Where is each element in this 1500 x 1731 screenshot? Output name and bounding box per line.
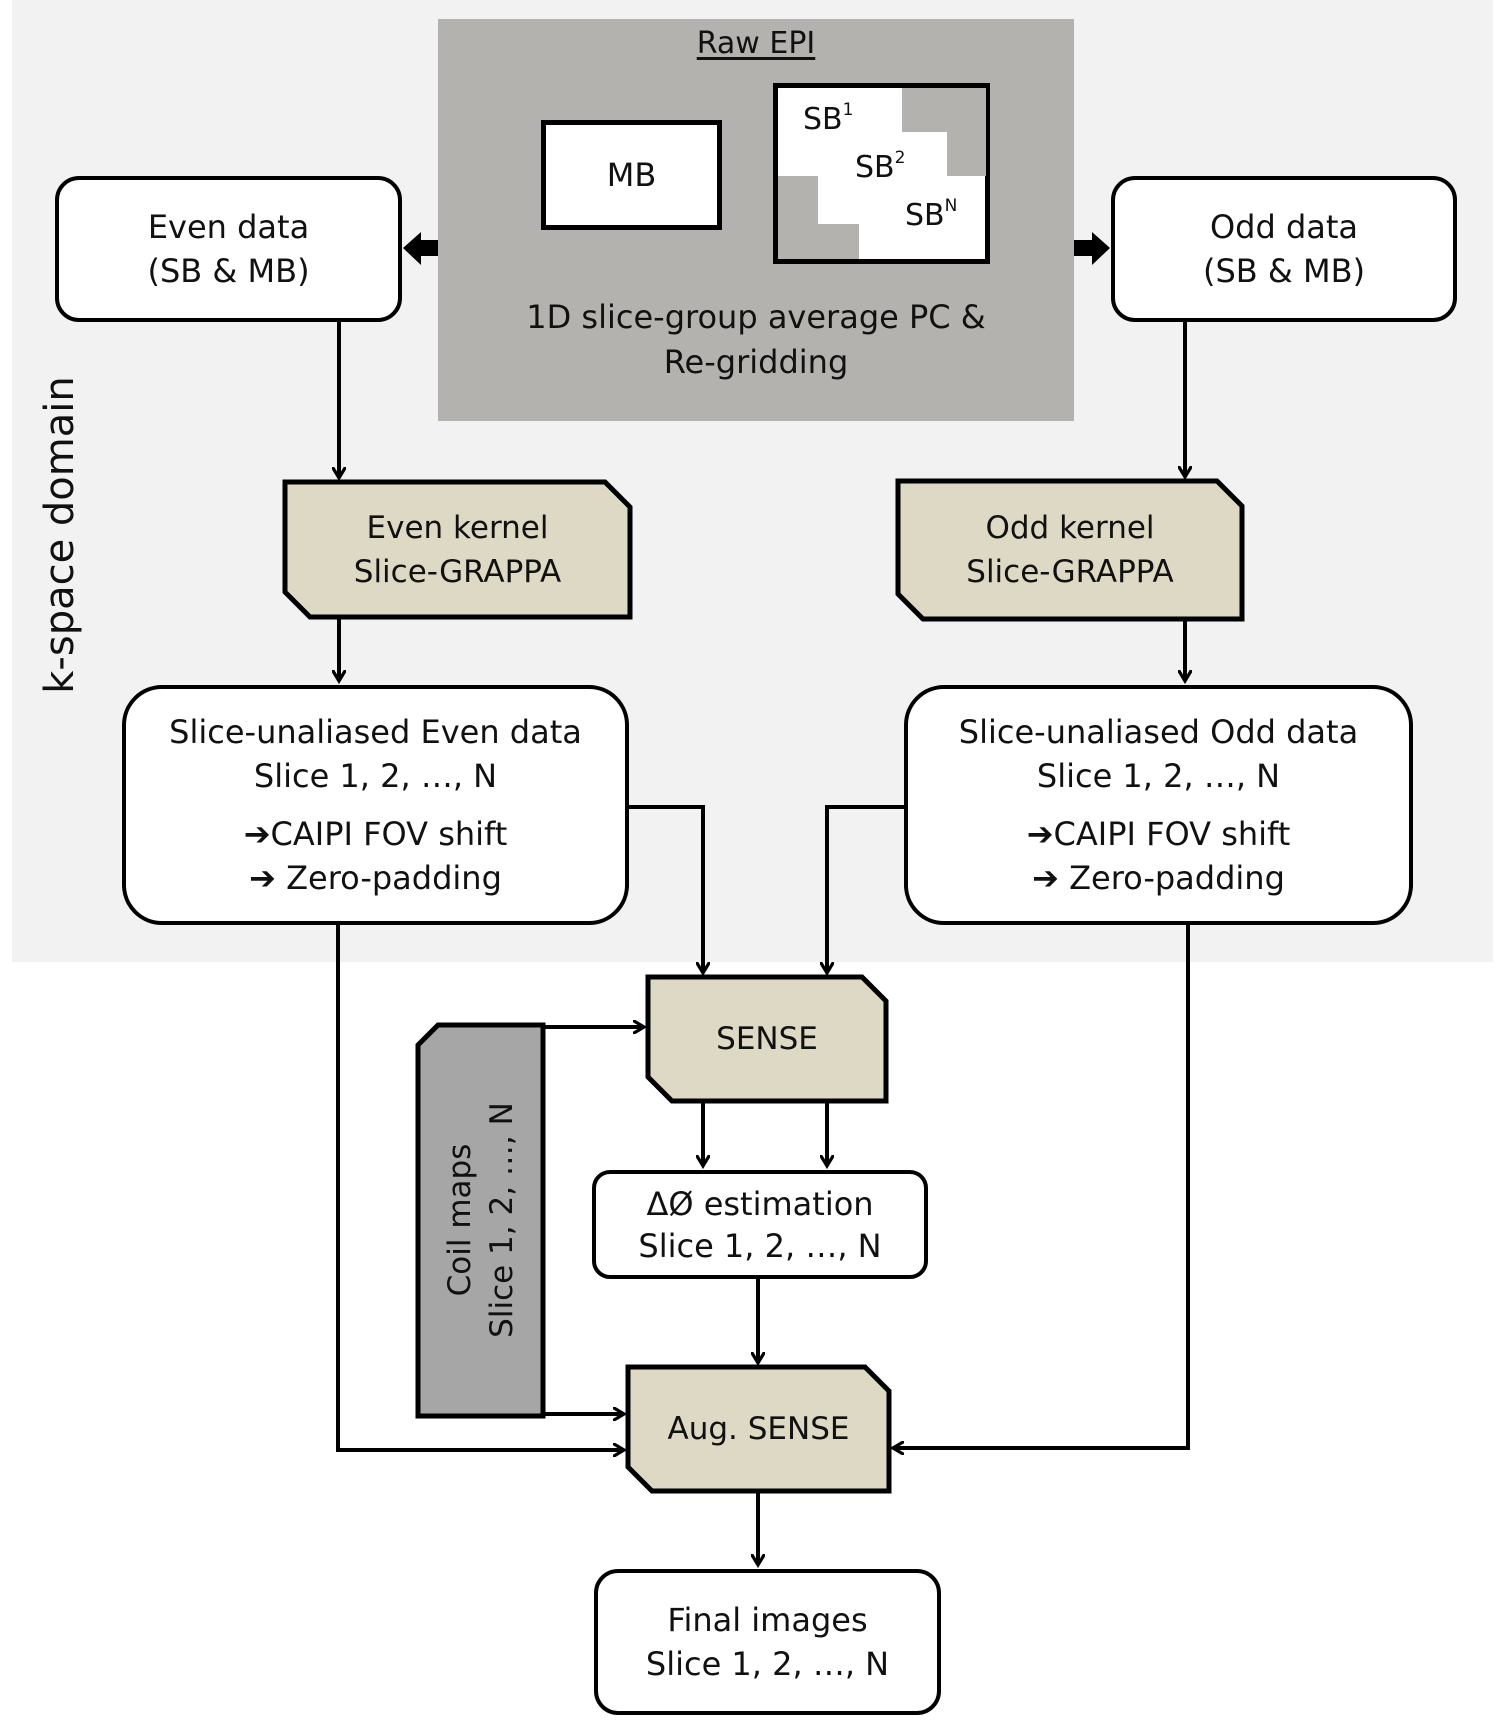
final-images-slices: Slice 1, 2, …, N (645, 1645, 890, 1683)
even-data-title: Even data (147, 208, 310, 246)
sb-box: SB1 SB2 SBN (773, 83, 990, 264)
phase-estimation-box: ΔØ estimation Slice 1, 2, …, N (592, 1170, 928, 1279)
sb-gray-block-bottom-step (818, 224, 859, 259)
odd-data-title: Odd data (1209, 208, 1359, 246)
right-arrow-icon: ➔ (243, 815, 271, 853)
block-arrow-to-odd (1074, 232, 1110, 265)
sb-gray-block-bottom (778, 176, 818, 259)
aug-sense-shape (625, 1364, 892, 1494)
raw-epi-caption: 1D slice-group average PC & Re-gridding (438, 295, 1074, 385)
right-arrow-icon: ➔ (1026, 815, 1054, 853)
arrow-odd-unaliased-to-aug-sense (893, 925, 1190, 1448)
sense-shape (645, 974, 889, 1104)
odd-data-subtitle: (SB & MB) (1202, 252, 1366, 290)
even-unaliased-title: Slice-unaliased Even data (169, 713, 582, 751)
block-arrow-to-even (403, 232, 438, 265)
coil-maps-box: Coil maps Slice 1, 2, …, N (439, 1102, 523, 1338)
sb-gray-block-top (902, 88, 986, 132)
even-data-subtitle: (SB & MB) (147, 252, 310, 290)
coil-maps-slices: Slice 1, 2, …, N (484, 1102, 520, 1338)
raw-epi-caption-line-1: 1D slice-group average PC & (526, 298, 986, 336)
even-data-box: Even data (SB & MB) (55, 176, 402, 322)
final-images-title: Final images (667, 1601, 868, 1639)
sb-1-label: SB1 (803, 100, 854, 137)
arrow-even-unaliased-to-aug-sense (336, 925, 624, 1450)
phase-estimation-title: ΔØ estimation (646, 1184, 874, 1223)
sb-2-label: SB2 (855, 148, 906, 185)
mb-label: MB (606, 156, 657, 194)
right-arrow-icon: ➔ (1032, 859, 1059, 897)
coil-maps-title: Coil maps (442, 1143, 478, 1297)
sb-gray-block-top-step (947, 132, 986, 176)
phase-estimation-slices: Slice 1, 2, …, N (638, 1226, 882, 1265)
even-unaliased-box: Slice-unaliased Even data Slice 1, 2, …,… (122, 685, 629, 925)
arrow-odd-unaliased-to-sense (827, 805, 904, 973)
odd-data-box: Odd data (SB & MB) (1111, 176, 1457, 322)
arrow-even-unaliased-to-sense (629, 805, 703, 973)
odd-step-caipi: ➔CAIPI FOV shift (1026, 815, 1291, 853)
even-kernel-shape (282, 479, 633, 620)
even-step-zero-padding: ➔ Zero-padding (249, 859, 502, 897)
right-arrow-icon: ➔ (249, 859, 276, 897)
mb-box: MB (541, 120, 722, 230)
coil-maps-shape (415, 1022, 546, 1419)
odd-step-zero-padding: ➔ Zero-padding (1032, 859, 1285, 897)
raw-epi-title: Raw EPI (696, 26, 816, 61)
raw-epi-caption-line-2: Re-gridding (663, 343, 849, 381)
final-images-box: Final images Slice 1, 2, …, N (594, 1569, 941, 1715)
odd-unaliased-box: Slice-unaliased Odd data Slice 1, 2, …, … (904, 685, 1413, 925)
even-unaliased-slices: Slice 1, 2, …, N (253, 757, 498, 795)
odd-unaliased-slices: Slice 1, 2, …, N (1036, 757, 1281, 795)
odd-kernel-shape (895, 478, 1245, 622)
even-step-caipi: ➔CAIPI FOV shift (243, 815, 508, 853)
sb-n-label: SBN (905, 196, 958, 233)
odd-unaliased-title: Slice-unaliased Odd data (958, 713, 1359, 751)
